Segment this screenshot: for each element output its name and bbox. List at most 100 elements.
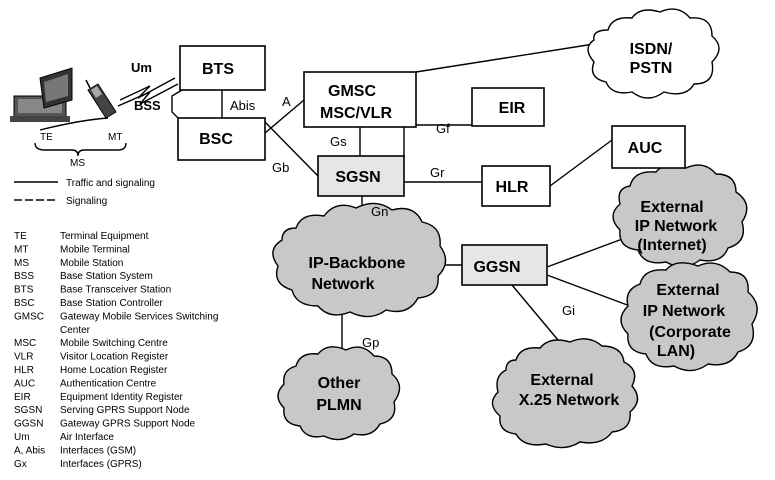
abbreviation-term: GMSC <box>14 311 44 322</box>
isdn-pstn-label-2: PSTN <box>630 60 673 77</box>
gmsc-label: GMSC <box>328 83 376 100</box>
link-um-radio-2 <box>117 83 179 107</box>
te-label: TE <box>40 132 53 143</box>
ms-label: MS <box>70 158 85 169</box>
abbreviation-term: Um <box>14 432 30 443</box>
ext-corporate-label-2: IP Network <box>643 303 726 320</box>
gmsc-msc-vlr-node: GMSC MSC/VLR <box>303 71 417 128</box>
abbreviation-meaning: Terminal Equipment <box>60 231 149 242</box>
gr-label: Gr <box>430 165 445 180</box>
abbreviation-term: BSC <box>14 298 35 309</box>
abbreviation-meaning: Base Transceiver Station <box>60 285 171 296</box>
other-plmn-cloud: Other PLMN <box>277 346 401 441</box>
sgsn-label: SGSN <box>335 169 380 186</box>
other-plmn-label-1: Other <box>318 375 361 392</box>
abbreviation-term: SGSN <box>14 405 42 416</box>
x25-label-2: X.25 Network <box>519 392 620 409</box>
te-mt-cable <box>39 117 109 131</box>
auc-label: AUC <box>628 140 663 157</box>
abbreviation-meaning: Home Location Register <box>60 365 168 376</box>
ext-corporate-label-4: LAN) <box>657 343 695 360</box>
ext-internet-label-1: External <box>640 199 703 216</box>
abbreviation-meaning: Mobile Terminal <box>60 244 130 255</box>
abbreviation-term: VLR <box>14 352 33 363</box>
ip-backbone-label-2: Network <box>311 276 374 293</box>
other-plmn-label-2: PLMN <box>316 397 361 414</box>
abbreviation-term: AUC <box>14 378 35 389</box>
abbreviation-meaning: Base Station Controller <box>60 298 164 309</box>
abbreviation-term: MSC <box>14 338 36 349</box>
gb-label: Gb <box>272 160 289 175</box>
hlr-label: HLR <box>496 179 529 196</box>
abbreviation-meaning: Interfaces (GPRS) <box>60 459 142 470</box>
x25-label-1: External <box>530 372 593 389</box>
bss-label: BSS <box>134 98 161 113</box>
abbreviation-term: BSS <box>14 271 34 282</box>
gf-label: Gf <box>436 121 450 136</box>
abbreviation-meaning: Gateway Mobile Services Switching <box>60 311 218 322</box>
abis-label: Abis <box>230 98 256 113</box>
legend-dashed-label: Signaling <box>66 196 107 207</box>
bts-node: BTS <box>179 45 266 91</box>
ext-internet-label-2: IP Network <box>635 218 718 235</box>
abbreviation-term: GGSN <box>14 419 43 430</box>
link-ggsn-internet <box>546 237 626 268</box>
a-label: A <box>282 94 291 109</box>
legend-solid-label: Traffic and signaling <box>66 178 155 189</box>
ext-internet-label-3: (Internet) <box>637 237 706 254</box>
bss-bracket <box>171 89 183 119</box>
abbreviation-term: EIR <box>14 392 31 403</box>
abbreviation-term: A, Abis <box>14 445 45 456</box>
abbreviation-meaning: Interfaces (GSM) <box>60 445 136 456</box>
external-internet-cloud: External IP Network (Internet) <box>612 164 748 268</box>
abbreviation-term: HLR <box>14 365 34 376</box>
ms-brace <box>34 142 127 157</box>
um-label: Um <box>131 60 152 75</box>
abbreviation-meaning: Equipment Identity Register <box>60 392 184 403</box>
abbreviation-meaning: Mobile Station <box>60 258 123 269</box>
isdn-pstn-label-1: ISDN/ <box>630 41 673 58</box>
gn-label: Gn <box>371 204 388 219</box>
laptop-icon <box>10 67 73 122</box>
abbreviation-meaning: Center <box>60 325 91 336</box>
eir-node: EIR <box>471 87 545 127</box>
eir-label: EIR <box>499 100 526 117</box>
isdn-pstn-cloud: ISDN/ PSTN <box>587 8 720 99</box>
abbreviation-meaning: Air Interface <box>60 432 114 443</box>
ip-backbone-cloud: IP-Backbone Network <box>272 202 447 318</box>
link-hlr-auc <box>549 139 613 187</box>
link-bsc-gmsc <box>264 99 305 134</box>
gp-label: Gp <box>362 335 379 350</box>
hlr-node: HLR <box>481 165 551 207</box>
link-gmsc-isdn <box>415 43 595 73</box>
interface-labels: Um BSS Abis A Gs Gf Gr Gb Gn Gi Gp <box>131 60 575 350</box>
abbreviation-meaning: Visitor Location Register <box>60 352 169 363</box>
link-um-radio <box>119 77 176 101</box>
abbreviation-meaning: Gateway GPRS Support Node <box>60 419 196 430</box>
external-corporate-cloud: External IP Network (Corporate LAN) <box>620 262 758 372</box>
gs-label: Gs <box>330 134 347 149</box>
abbreviation-meaning: Base Station System <box>60 271 153 282</box>
abbreviation-meaning: Authentication Centre <box>60 378 157 389</box>
abbreviation-term: MS <box>14 258 29 269</box>
gi-label: Gi <box>562 303 575 318</box>
ggsn-label: GGSN <box>473 259 520 276</box>
mobile-phone-icon <box>85 79 117 119</box>
abbreviation-term: MT <box>14 244 28 255</box>
mt-label: MT <box>108 132 122 143</box>
abbreviation-meaning: Mobile Switching Centre <box>60 338 168 349</box>
ip-backbone-label-1: IP-Backbone <box>309 255 406 272</box>
bts-label: BTS <box>202 61 234 78</box>
bsc-label: BSC <box>199 131 233 148</box>
abbreviation-meaning: Serving GPRS Support Node <box>60 405 190 416</box>
bsc-node: BSC <box>177 117 266 161</box>
sgsn-node: SGSN <box>317 155 405 197</box>
ext-corporate-label-1: External <box>656 282 719 299</box>
abbreviation-term: BTS <box>14 285 34 296</box>
link-bsc-sgsn <box>264 121 319 177</box>
abbreviation-term: TE <box>14 231 27 242</box>
link-ggsn-corporate <box>546 274 631 307</box>
ggsn-node: GGSN <box>461 244 548 286</box>
